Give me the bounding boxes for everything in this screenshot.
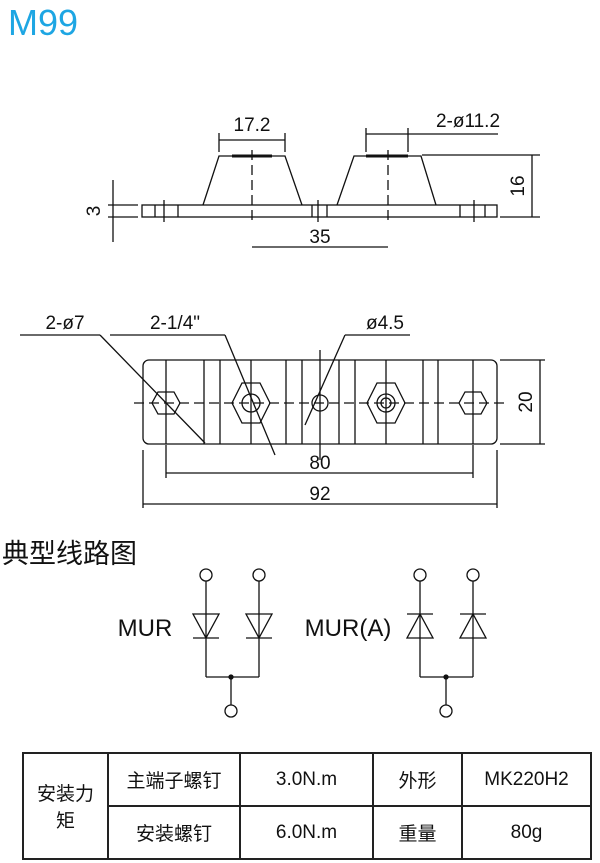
table-row: 安装螺钉 6.0N.m 重量 80g [23, 805, 592, 860]
diode-icon [244, 613, 274, 640]
circuit-label-mur-a: MUR(A) [305, 615, 392, 642]
torque-label: 安装力矩 [22, 752, 109, 860]
table-cell: 3.0N.m [239, 752, 374, 807]
label-mount-holes: 2-ø7 [45, 313, 84, 334]
dim-17-2: 17.2 [234, 115, 271, 136]
dim-hole-diameter: 2-ø11.2 [436, 111, 500, 132]
mount-hole-left [151, 391, 181, 415]
circuit-label-mur: MUR [118, 615, 173, 642]
circuit-mur: MUR [118, 568, 274, 718]
diode-icon [405, 612, 435, 639]
table-cell: 安装螺钉 [107, 805, 241, 860]
dim-width: 20 [516, 391, 537, 412]
label-terminals: 2-1/4" [150, 313, 200, 334]
table-cell: 6.0N.m [239, 805, 374, 860]
terminal-right [366, 382, 406, 424]
table-cell: 主端子螺钉 [107, 752, 241, 807]
dim-height: 16 [508, 175, 529, 196]
label-center-hole: ø4.5 [366, 313, 404, 334]
side-view: 17.2 2-ø11.2 16 3 35 [84, 111, 540, 248]
diode-icon [458, 612, 488, 639]
center-hole [311, 394, 329, 412]
dim-pitch: 35 [309, 227, 330, 248]
table-cell: 重量 [372, 805, 463, 860]
table-cell: 外形 [372, 752, 463, 807]
terminal-left [231, 382, 271, 424]
top-view: 2-ø7 2-1/4" ø4.5 20 80 92 [20, 313, 545, 508]
dim-thickness: 3 [84, 206, 105, 217]
table-cell: MK220H2 [461, 752, 592, 807]
mount-hole-right [458, 391, 488, 415]
circuit-mur-a: MUR(A) [305, 568, 488, 718]
diode-icon [191, 613, 221, 640]
dim-length: 92 [309, 484, 330, 505]
section-title-typical-circuit: 典型线路图 [2, 539, 137, 570]
table-cell: 80g [461, 805, 592, 860]
table-row: 安装力矩 主端子螺钉 3.0N.m 外形 MK220H2 [22, 752, 592, 860]
spec-table: 安装力矩 主端子螺钉 3.0N.m 外形 MK220H2 安装螺钉 6.0N.m… [22, 752, 592, 860]
model-title: M99 [8, 2, 79, 43]
dim-hole-spacing: 80 [309, 453, 330, 474]
